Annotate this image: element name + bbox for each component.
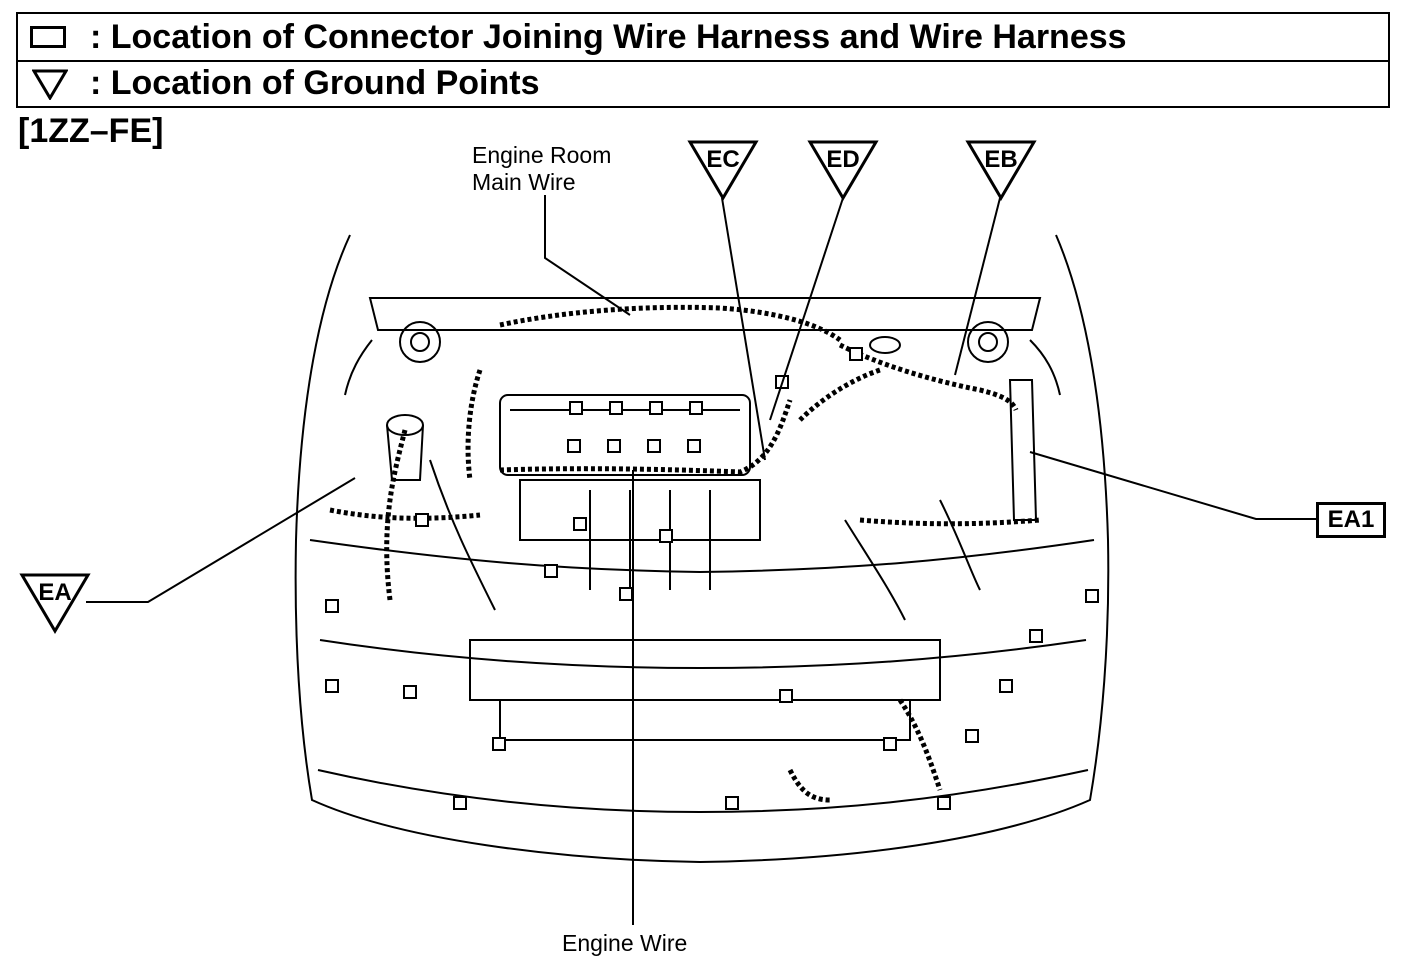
- ec-leader: [721, 197, 766, 461]
- engine-room-main-wire-leader: [544, 195, 631, 316]
- ea1-leader: [1029, 451, 1316, 520]
- engine-room-main-wire-label: Engine Room Main Wire: [472, 142, 612, 195]
- svg-text:ED: ED: [826, 146, 859, 173]
- svg-text:EC: EC: [706, 146, 739, 173]
- car-body-outline: [294, 234, 1110, 864]
- engine-code-title: [1ZZ–FE]: [18, 112, 164, 150]
- connector-symbol-icon: [30, 26, 66, 48]
- ground-symbol-icon: [32, 69, 68, 100]
- ground-ec-icon: EC: [687, 140, 759, 201]
- legend-connector-row: : Location of Connector Joining Wire Har…: [18, 14, 1388, 62]
- legend-ground-text: : Location of Ground Points: [90, 64, 540, 102]
- legend-box: : Location of Connector Joining Wire Har…: [16, 12, 1390, 108]
- eb-leader: [954, 197, 1001, 376]
- engine-room-main-wire-harness: [499, 304, 842, 343]
- ea-leader: [86, 477, 356, 603]
- legend-connector-text: : Location of Connector Joining Wire Har…: [90, 18, 1127, 56]
- legend-ground-row: : Location of Ground Points: [18, 60, 1388, 106]
- ground-ea-icon: EA: [19, 573, 91, 634]
- connector-ea1-box: EA1: [1316, 502, 1386, 538]
- engine-wire-label: Engine Wire: [562, 930, 688, 956]
- ground-eb-icon: EB: [965, 140, 1037, 201]
- svg-text:EA: EA: [38, 579, 71, 606]
- ed-leader: [769, 197, 844, 421]
- ground-ed-icon: ED: [807, 140, 879, 201]
- svg-text:EB: EB: [984, 146, 1017, 173]
